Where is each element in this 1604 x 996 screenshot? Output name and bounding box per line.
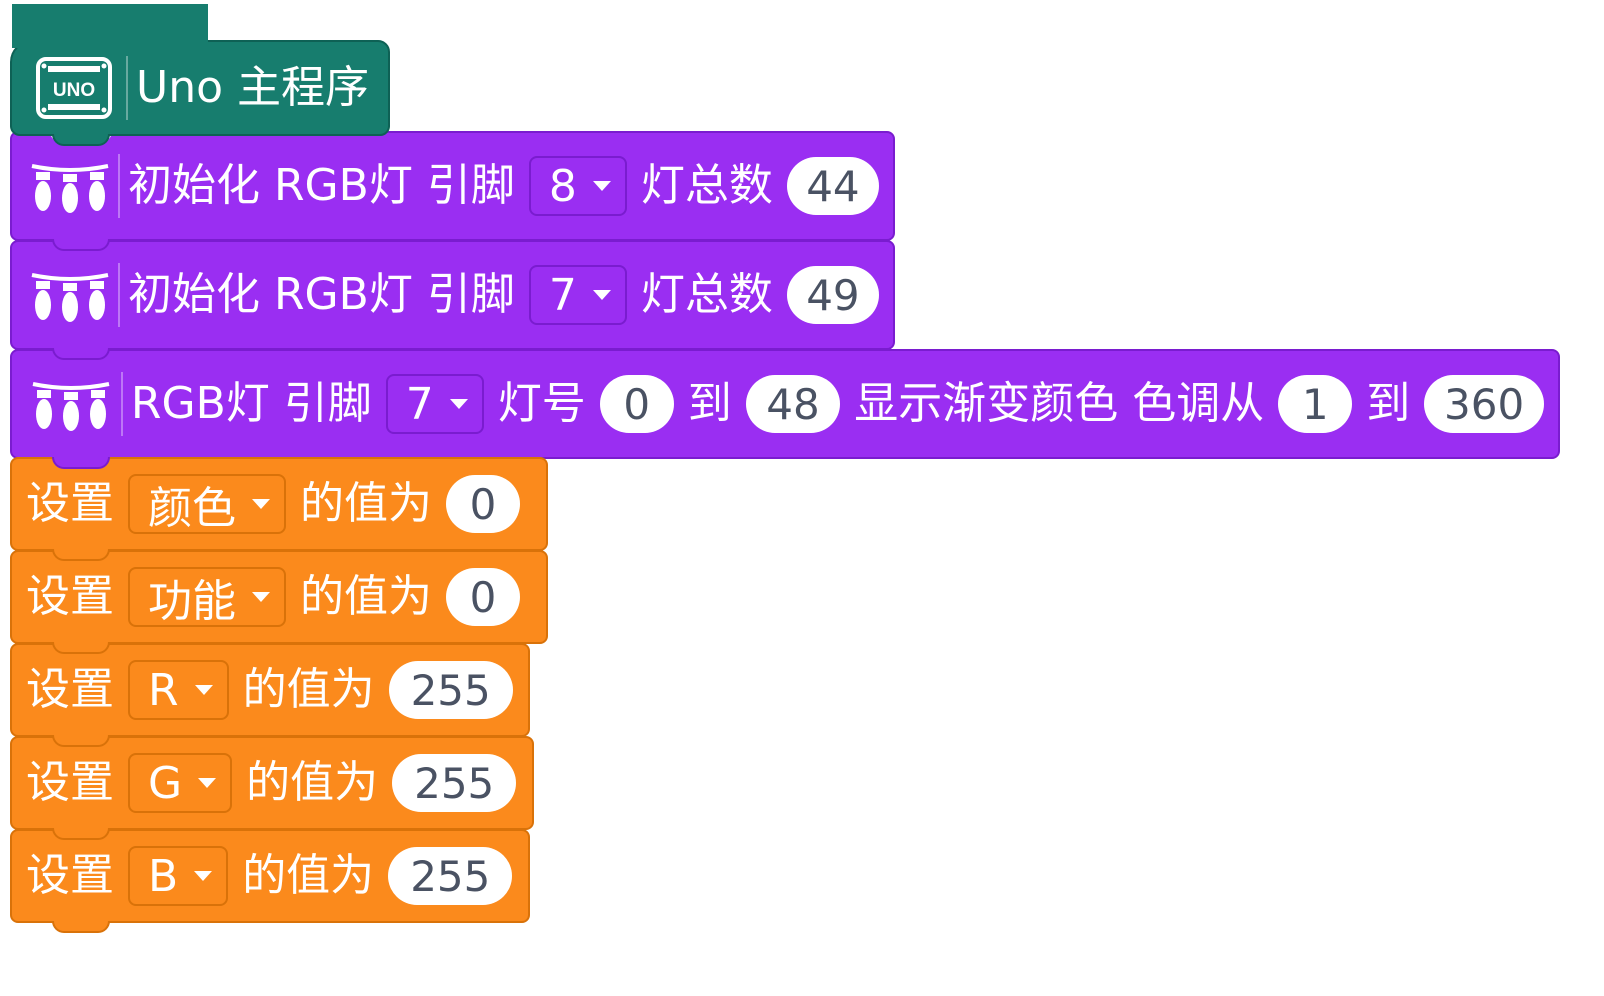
rgb-init-label: 初始化 RGB灯 引脚 (128, 160, 515, 211)
led-strip-icon (28, 257, 120, 333)
variable-dropdown[interactable]: 功能 (128, 567, 286, 627)
value-input[interactable]: 0 (446, 475, 520, 533)
set-variable-block-r[interactable]: 设置 R 的值为 255 (10, 643, 530, 747)
uno-badge-text: UNO (53, 80, 95, 101)
set-label: 设置 (26, 850, 114, 901)
hat-connector-tab (52, 134, 110, 146)
count-label: 灯总数 (640, 269, 773, 320)
set-label: 设置 (26, 757, 114, 808)
value-input[interactable]: 0 (446, 568, 520, 626)
set-variable-block-b[interactable]: 设置 B 的值为 255 (10, 829, 530, 933)
value-label: 的值为 (246, 757, 379, 808)
value-label: 的值为 (242, 664, 375, 715)
variable-dropdown[interactable]: G (128, 753, 233, 813)
hat-cap-fill (12, 4, 208, 48)
block-connector-tab (52, 642, 110, 654)
variable-name: 功能 (148, 576, 236, 627)
set-variable-block-color[interactable]: 设置 颜色 的值为 0 (10, 457, 548, 561)
variable-name: G (148, 757, 183, 809)
rgb-init-block-1[interactable]: 初始化 RGB灯 引脚 8 灯总数 44 (10, 131, 895, 251)
led-count-input[interactable]: 49 (786, 266, 879, 324)
caret-down-icon (194, 685, 213, 695)
hue-to-label: 到 (1366, 378, 1411, 429)
set-label: 设置 (26, 664, 114, 715)
variable-dropdown[interactable]: B (128, 846, 229, 906)
caret-down-icon (198, 778, 217, 788)
variable-dropdown[interactable]: R (128, 660, 229, 720)
variable-name: 颜色 (148, 483, 236, 534)
gradient-label: 显示渐变颜色 色调从 (854, 378, 1265, 429)
hue-from-input[interactable]: 1 (1278, 375, 1353, 433)
pin-dropdown[interactable]: 8 (528, 156, 627, 216)
led-from-label: 灯号 (497, 378, 586, 429)
block-connector-tab (52, 735, 110, 747)
variable-name: B (148, 850, 179, 902)
rgb-gradient-block[interactable]: RGB灯 引脚 7 灯号 0 到 48 显示渐变颜色 色调从 1 到 360 (10, 349, 1560, 469)
hat-title: Uno 主程序 (136, 62, 369, 113)
set-label: 设置 (26, 571, 114, 622)
caret-down-icon (592, 181, 611, 191)
caret-down-icon (252, 499, 270, 509)
uno-main-program-block[interactable]: UNO Uno 主程序 (10, 4, 390, 146)
value-input[interactable]: 255 (388, 661, 513, 719)
rgb-init-block-2[interactable]: 初始化 RGB灯 引脚 7 灯总数 49 (10, 240, 895, 360)
block-connector-tab (52, 549, 110, 561)
led-strip-icon (28, 148, 120, 224)
value-input[interactable]: 255 (388, 847, 513, 905)
value-label: 的值为 (300, 478, 432, 529)
pin-value: 8 (548, 160, 577, 212)
pin-dropdown[interactable]: 7 (528, 265, 627, 325)
block-connector-tab (52, 239, 110, 251)
pin-value: 7 (548, 269, 577, 321)
uno-board-icon: UNO (28, 50, 128, 126)
caret-down-icon (194, 871, 213, 881)
block-connector-tab (52, 828, 110, 840)
led-from-input[interactable]: 0 (599, 375, 674, 433)
caret-down-icon (449, 399, 468, 409)
set-label: 设置 (26, 478, 114, 529)
set-variable-block-function[interactable]: 设置 功能 的值为 0 (10, 550, 548, 654)
count-label: 灯总数 (640, 160, 773, 211)
led-to-input[interactable]: 48 (745, 375, 841, 433)
block-connector-tab (52, 348, 110, 360)
hue-to-input[interactable]: 360 (1424, 375, 1544, 433)
pin-dropdown[interactable]: 7 (385, 374, 484, 434)
variable-dropdown[interactable]: 颜色 (128, 474, 286, 534)
block-connector-tab (52, 457, 110, 469)
caret-down-icon (592, 290, 611, 300)
rgb-init-label: 初始化 RGB灯 引脚 (128, 269, 515, 320)
value-label: 的值为 (242, 850, 375, 901)
rgb-pin-label: RGB灯 引脚 (130, 378, 372, 429)
value-label: 的值为 (300, 571, 432, 622)
value-input[interactable]: 255 (392, 754, 517, 812)
variable-name: R (148, 664, 179, 716)
led-to-label: 到 (687, 378, 732, 429)
led-strip-icon (28, 366, 123, 442)
set-variable-block-g[interactable]: 设置 G 的值为 255 (10, 736, 534, 840)
block-connector-tab (52, 921, 110, 933)
led-count-input[interactable]: 44 (786, 157, 879, 215)
pin-value: 7 (405, 378, 434, 430)
caret-down-icon (252, 592, 270, 602)
